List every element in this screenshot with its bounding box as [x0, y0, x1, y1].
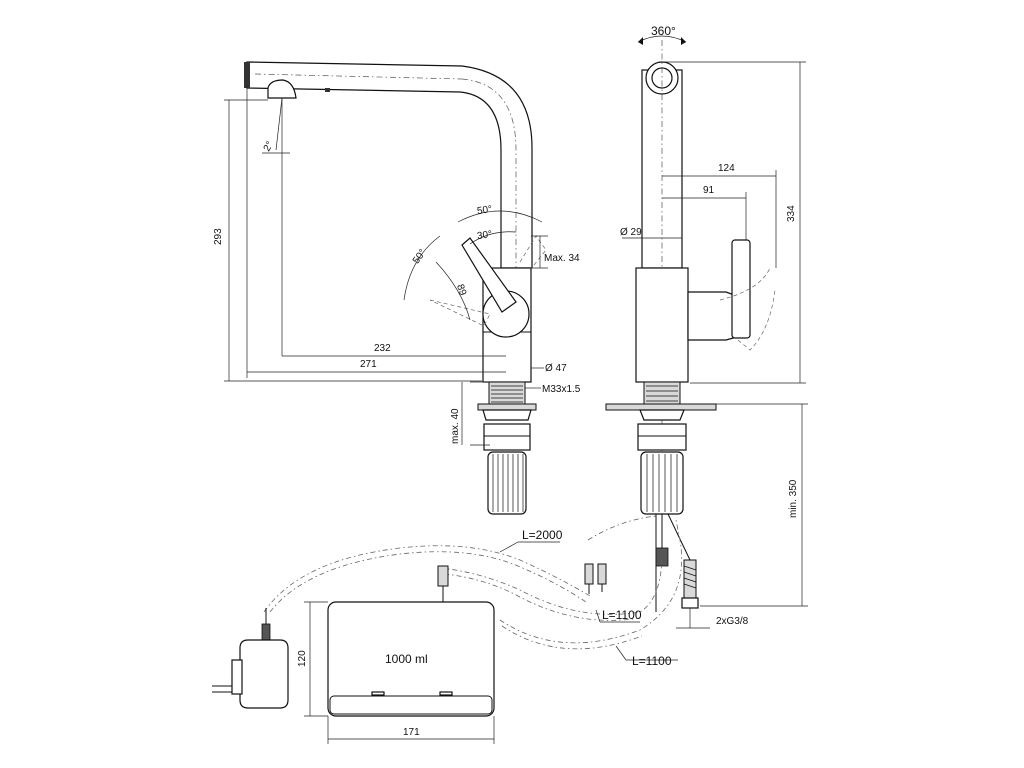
thread-hatching	[491, 385, 523, 403]
hose-fitting-left	[655, 547, 669, 567]
faucet-front-view: 360° 124 91 Ø 29 334	[605, 24, 808, 629]
front-thread-hatching	[646, 385, 678, 402]
connection-label: 2xG3/8	[716, 616, 749, 627]
hose-1100-b	[499, 519, 683, 644]
mounting-nut	[483, 423, 531, 451]
tank-volume-label: 1000 ml	[385, 652, 428, 666]
angle-30-label: 30°	[476, 229, 493, 242]
power-adapter	[212, 608, 289, 709]
spout-tip	[244, 62, 250, 88]
adapter-body	[239, 639, 289, 709]
front-plate	[605, 403, 717, 411]
thread-shank	[488, 381, 526, 405]
front-nut	[637, 423, 687, 451]
reach-271-label: 271	[360, 359, 377, 370]
sleeve-ribs	[492, 454, 524, 512]
angle-50-top-label: 50°	[476, 204, 493, 217]
rotation-label: 360°	[651, 24, 676, 38]
plug-connector-a	[584, 563, 594, 585]
angle-50-side-label: 50°	[411, 247, 429, 266]
faucet-side-view: 2° 50° 30° 50° 89 Max. 34	[213, 61, 581, 515]
diameter-47-label: Ø 47	[545, 363, 567, 374]
aerator	[267, 79, 297, 99]
spout-button	[325, 88, 330, 92]
water-tank: 1000 ml 120 171	[297, 601, 495, 744]
hose-1100-a-label: L=1100	[602, 608, 642, 622]
tank-width-label: 171	[403, 727, 420, 738]
angle-89-label: 89	[454, 283, 468, 298]
lever-grip	[731, 239, 751, 339]
offset-91-label: 91	[703, 185, 715, 196]
spray-angle-label: 2°	[262, 140, 276, 154]
height-334-label: 334	[786, 205, 797, 222]
ribbed-sleeve	[487, 451, 527, 515]
lever-handle	[461, 237, 517, 313]
cable-2000	[263, 545, 591, 613]
offset-124-label: 124	[718, 163, 735, 174]
plug-connector-b	[597, 563, 607, 585]
max-34-label: Max. 34	[544, 253, 580, 264]
hose-braid	[683, 565, 697, 589]
front-body	[635, 267, 689, 383]
tank-height-label: 120	[297, 650, 308, 667]
hose-1100-a	[439, 559, 663, 615]
mounting-plate	[477, 403, 537, 411]
thread-label: M33x1.5	[542, 384, 581, 395]
cable-2000-label: L=2000	[522, 528, 563, 542]
connector-nut	[681, 597, 699, 609]
tank-body	[327, 601, 495, 717]
max-40-label: max. 40	[450, 408, 461, 444]
min-350-label: min. 350	[788, 479, 799, 518]
tank-connector	[437, 565, 449, 587]
height-293-label: 293	[213, 228, 224, 245]
hoses-and-cables: L=2000 L=1100 L=1100	[263, 515, 683, 668]
hose-1100-b-label: L=1100	[632, 654, 672, 668]
front-sleeve-ribs	[646, 454, 678, 512]
diameter-29-label: Ø 29	[620, 227, 642, 238]
reach-232-label: 232	[374, 343, 391, 354]
spout-axis	[254, 73, 463, 80]
